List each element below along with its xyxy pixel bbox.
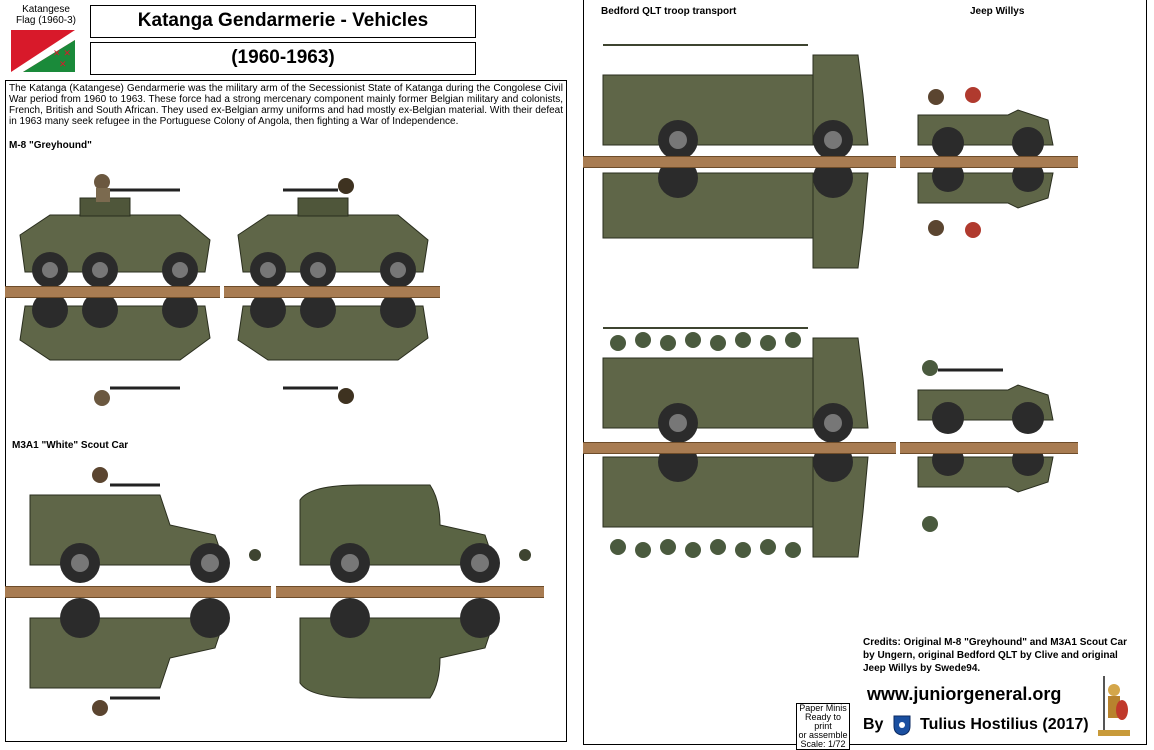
- base-plank: [900, 156, 1078, 168]
- bedford-side-empty: [602, 44, 869, 160]
- svg-text:✕ ✕: ✕ ✕: [53, 49, 71, 59]
- roman-soldier-logo-icon: [1098, 676, 1130, 736]
- stamp-line-2: Ready to print: [804, 712, 842, 731]
- m8-side-2-mirror: [237, 298, 429, 404]
- m3a1-side-2-mirror: [299, 598, 500, 699]
- byline-author: Tulius Hostilius (2017): [920, 716, 1089, 733]
- base-plank: [224, 286, 440, 298]
- dates-box: (1960-1963): [90, 42, 476, 75]
- jeep-side-1: [917, 87, 1054, 159]
- base-plank: [583, 442, 896, 454]
- base-plank: [276, 586, 544, 598]
- jeep-side-1-mirror: [917, 168, 1054, 238]
- page-title: Katanga Gendarmerie - Vehicles: [137, 10, 429, 31]
- jeep-side-2-mirror: [917, 452, 1054, 532]
- stamp-line-1: Paper Minis: [799, 703, 847, 713]
- base-plank: [5, 286, 220, 298]
- base-plank: [583, 156, 896, 168]
- base-plank: [5, 586, 271, 598]
- section-m8-label: M-8 "Greyhound": [9, 140, 92, 151]
- bedford-side-loaded: [602, 327, 869, 443]
- base-plank: [900, 442, 1078, 454]
- section-m3a1-label: M3A1 "White" Scout Car: [12, 440, 129, 451]
- stamp-line-4: Scale: 1/72: [800, 739, 846, 749]
- m3a1-side-2: [299, 484, 531, 583]
- katanga-flag-icon: ✕ ✕ ✕: [11, 30, 75, 72]
- intro-text: The Katanga (Katangese) Gendarmerie was …: [9, 83, 563, 127]
- svg-text:✕: ✕: [59, 60, 67, 70]
- credits-text: Credits: Original M-8 "Greyhound" and M3…: [863, 637, 1127, 674]
- section-jeep-label: Jeep Willys: [970, 6, 1025, 17]
- m8-side-1-mirror: [19, 298, 211, 406]
- page-dates: (1960-1963): [231, 47, 335, 68]
- m8-side-2: [237, 178, 429, 288]
- bedford-side-empty-mirror: [602, 168, 869, 269]
- stamp-line-3: or assemble: [798, 730, 848, 740]
- section-bedford-label: Bedford QLT troop transport: [601, 6, 737, 17]
- byline-by: By: [863, 716, 884, 733]
- portugal-shield-icon: [893, 715, 911, 736]
- m8-side-1: [19, 174, 211, 288]
- paper-minis-stamp: Paper Minis Ready to print or assemble S…: [796, 703, 850, 750]
- bedford-side-loaded-mirror: [602, 452, 869, 558]
- title-box: Katanga Gendarmerie - Vehicles: [90, 5, 476, 38]
- jeep-side-2: [917, 360, 1054, 434]
- m3a1-side-1: [29, 467, 261, 583]
- site-url[interactable]: www.juniorgeneral.org: [867, 684, 1062, 704]
- m3a1-side-1-mirror: [29, 598, 230, 716]
- flag-caption: Katangese Flag (1960-3): [15, 4, 77, 26]
